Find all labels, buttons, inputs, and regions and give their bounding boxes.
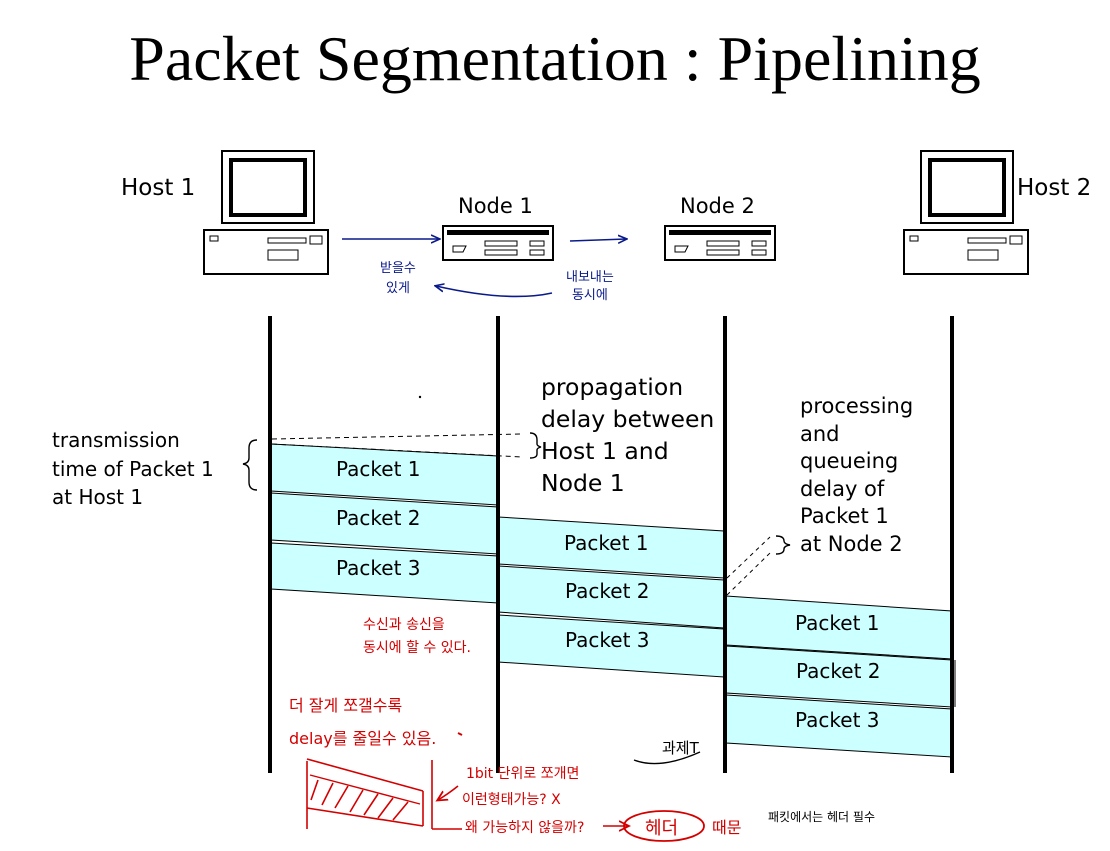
packet-label: Packet 2 [565,579,650,603]
handwritten-because: 때문 [712,818,742,837]
handwritten-header: 헤더 [645,818,679,839]
packet-label: Packet 3 [795,708,880,732]
packet-label: Packet 3 [565,628,650,652]
handwritten-smaller-delay: 더 잘게 쪼갤수록 delay를 줄일수 있음. [289,696,437,748]
handwritten-homework: 과제T [662,739,699,757]
computer-icon [903,150,1029,275]
handwritten-question-3: 왜 가능하지 않을까? [465,820,585,836]
packet-label: Packet 1 [795,611,880,635]
arrow-curved-back [436,286,553,298]
host1-label: Host 1 [121,175,196,201]
slide-title: Packet Segmentation : Pipelining [129,23,981,94]
router-icon [664,225,776,261]
node2-label: Node 2 [680,194,755,218]
handwritten-simultaneous: 수신과 송신을 동시에 할 수 있다. [363,617,471,656]
host2-label: Host 2 [1017,175,1092,201]
handwritten-blue-right: 내보내는 동시에 [566,270,614,303]
packet-label: Packet 1 [564,531,649,555]
timelines [268,316,954,773]
handwritten-header-required: 패킷에서는 헤더 필수 [768,810,875,824]
hatched-sketch [306,758,705,842]
transmission-note: transmission time of Packet 1 at Host 1 [52,428,214,509]
arrow-node1-node2 [569,239,626,241]
packet-label: Packet 1 [336,457,421,481]
handwritten-question-2: 이런형태가능? X [462,792,561,808]
handwritten-blue-left: 받을수 있게 [380,261,416,296]
router-icon [442,225,554,261]
packet-label: Packet 2 [336,506,421,530]
packet-label: Packet 3 [336,556,421,580]
processing-note: processing and queueing delay of Packet … [800,394,914,556]
propagation-note: propagation delay between Host 1 and Nod… [541,373,715,497]
handwritten-question-1: 1bit 단위로 쪼개면 [466,766,580,782]
node1-label: Node 1 [458,194,533,218]
computer-icon [203,150,329,275]
packets-node1-node2 [497,516,725,678]
brace-transmission [242,439,258,491]
packet-label: Packet 2 [796,659,881,683]
packets-host1-node1 [270,443,499,604]
